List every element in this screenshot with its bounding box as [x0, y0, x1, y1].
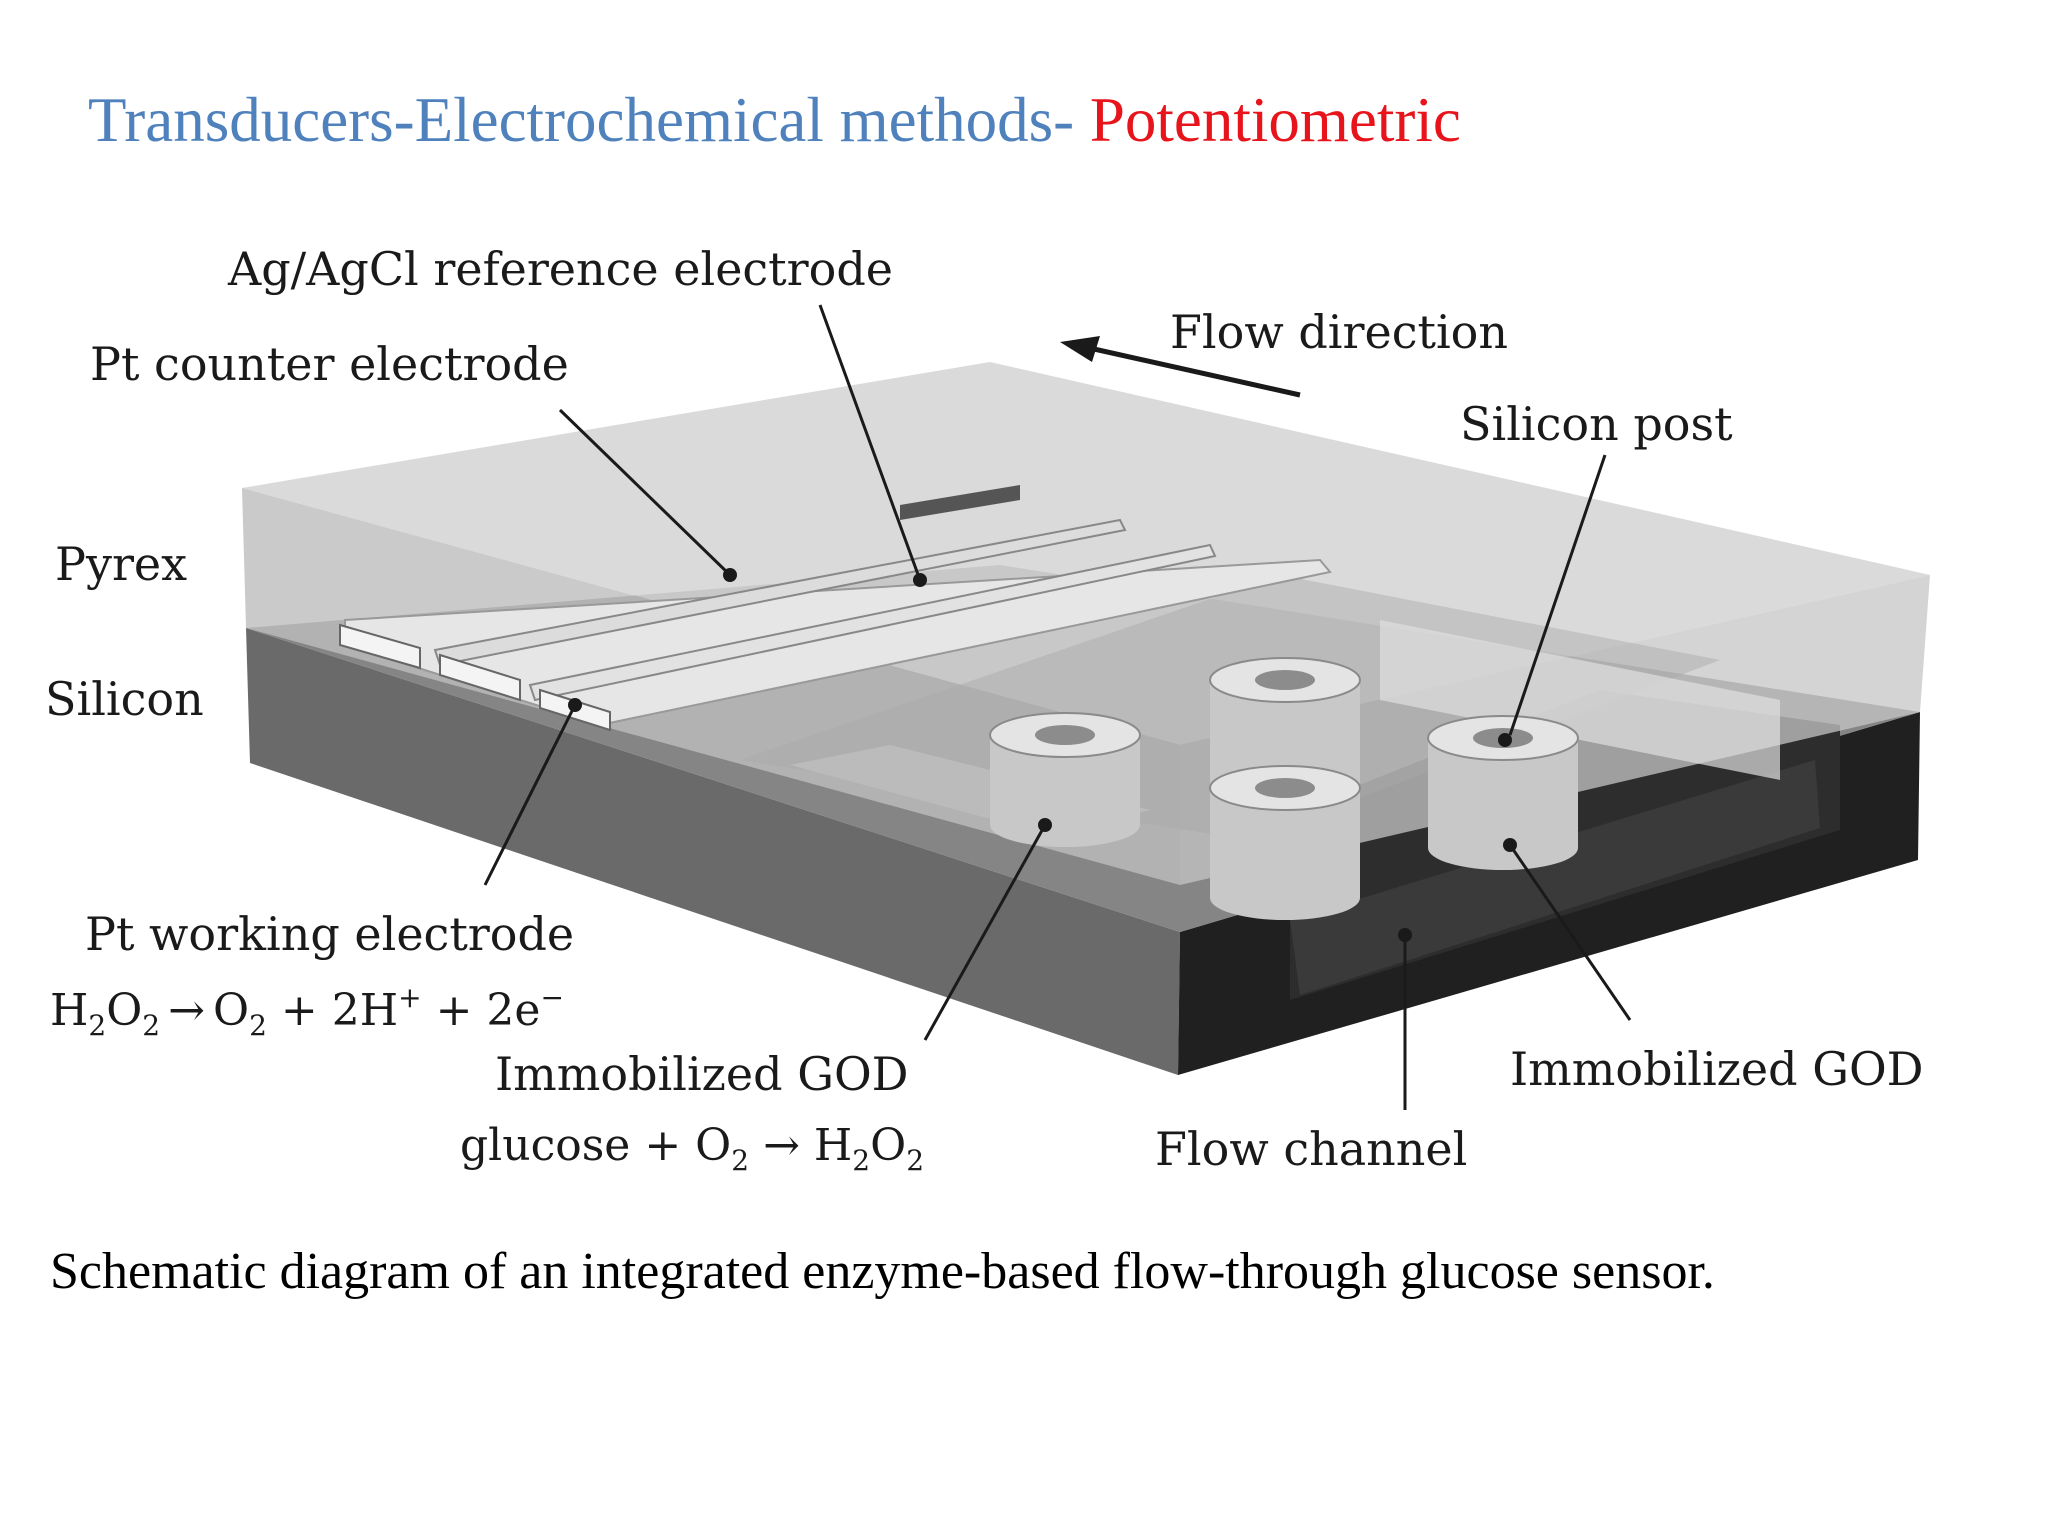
leader-pt-working [483, 704, 577, 886]
dot-pt-working [568, 698, 582, 712]
title-accent: Potentiometric [1089, 85, 1461, 155]
dot-pt-counter [723, 568, 737, 582]
inlet-slot [900, 485, 1020, 520]
equation-working-electrode: H2O2→O2 + 2H+ + 2e− [50, 981, 564, 1042]
leader-pt-counter [558, 408, 732, 577]
label-immobilized-god-right: Immobilized GOD [1510, 1042, 1924, 1096]
dot-flow-channel [1398, 928, 1412, 942]
label-ag-agcl: Ag/AgCl reference electrode [227, 242, 893, 296]
dot-silicon-post [1498, 733, 1512, 747]
leader-silicon-post [1508, 454, 1607, 736]
label-flow-direction: Flow direction [1170, 305, 1508, 359]
flow-channel-floor [1290, 760, 1820, 995]
leader-god-left [923, 824, 1047, 1041]
pyrex-inner-wall [1380, 620, 1780, 780]
label-pyrex: Pyrex [55, 537, 187, 591]
leader-ag-agcl [818, 304, 922, 581]
electrode-end-2 [439, 653, 521, 702]
leader-god-right [1508, 844, 1632, 1021]
flow-direction-arrow [1060, 336, 1301, 398]
electrode-end-1 [339, 623, 421, 670]
label-silicon: Silicon [45, 672, 204, 726]
silicon-post-3 [1209, 765, 1361, 920]
label-silicon-post: Silicon post [1460, 397, 1733, 451]
pt-counter-electrode-strip [433, 518, 1127, 667]
slide-title: Transducers-Electrochemical methods- Pot… [88, 80, 1461, 160]
equation-god: glucose + O2 → H2O2 [460, 1120, 924, 1177]
dot-ag-agcl [913, 573, 927, 587]
title-main: Transducers-Electrochemical methods- [88, 85, 1075, 155]
dot-god-right [1503, 838, 1517, 852]
dot-god-left [1038, 818, 1052, 832]
silicon-post-1 [989, 712, 1141, 847]
reference-electrode-strip [528, 543, 1217, 702]
label-pt-counter: Pt counter electrode [90, 337, 569, 391]
label-immobilized-god-left: Immobilized GOD [495, 1047, 909, 1101]
label-flow-channel: Flow channel [1155, 1122, 1467, 1176]
label-pt-working: Pt working electrode [85, 907, 574, 961]
diagram-caption: Schematic diagram of an integrated enzym… [50, 1243, 1715, 1300]
silicon-front-face [246, 628, 1180, 1075]
